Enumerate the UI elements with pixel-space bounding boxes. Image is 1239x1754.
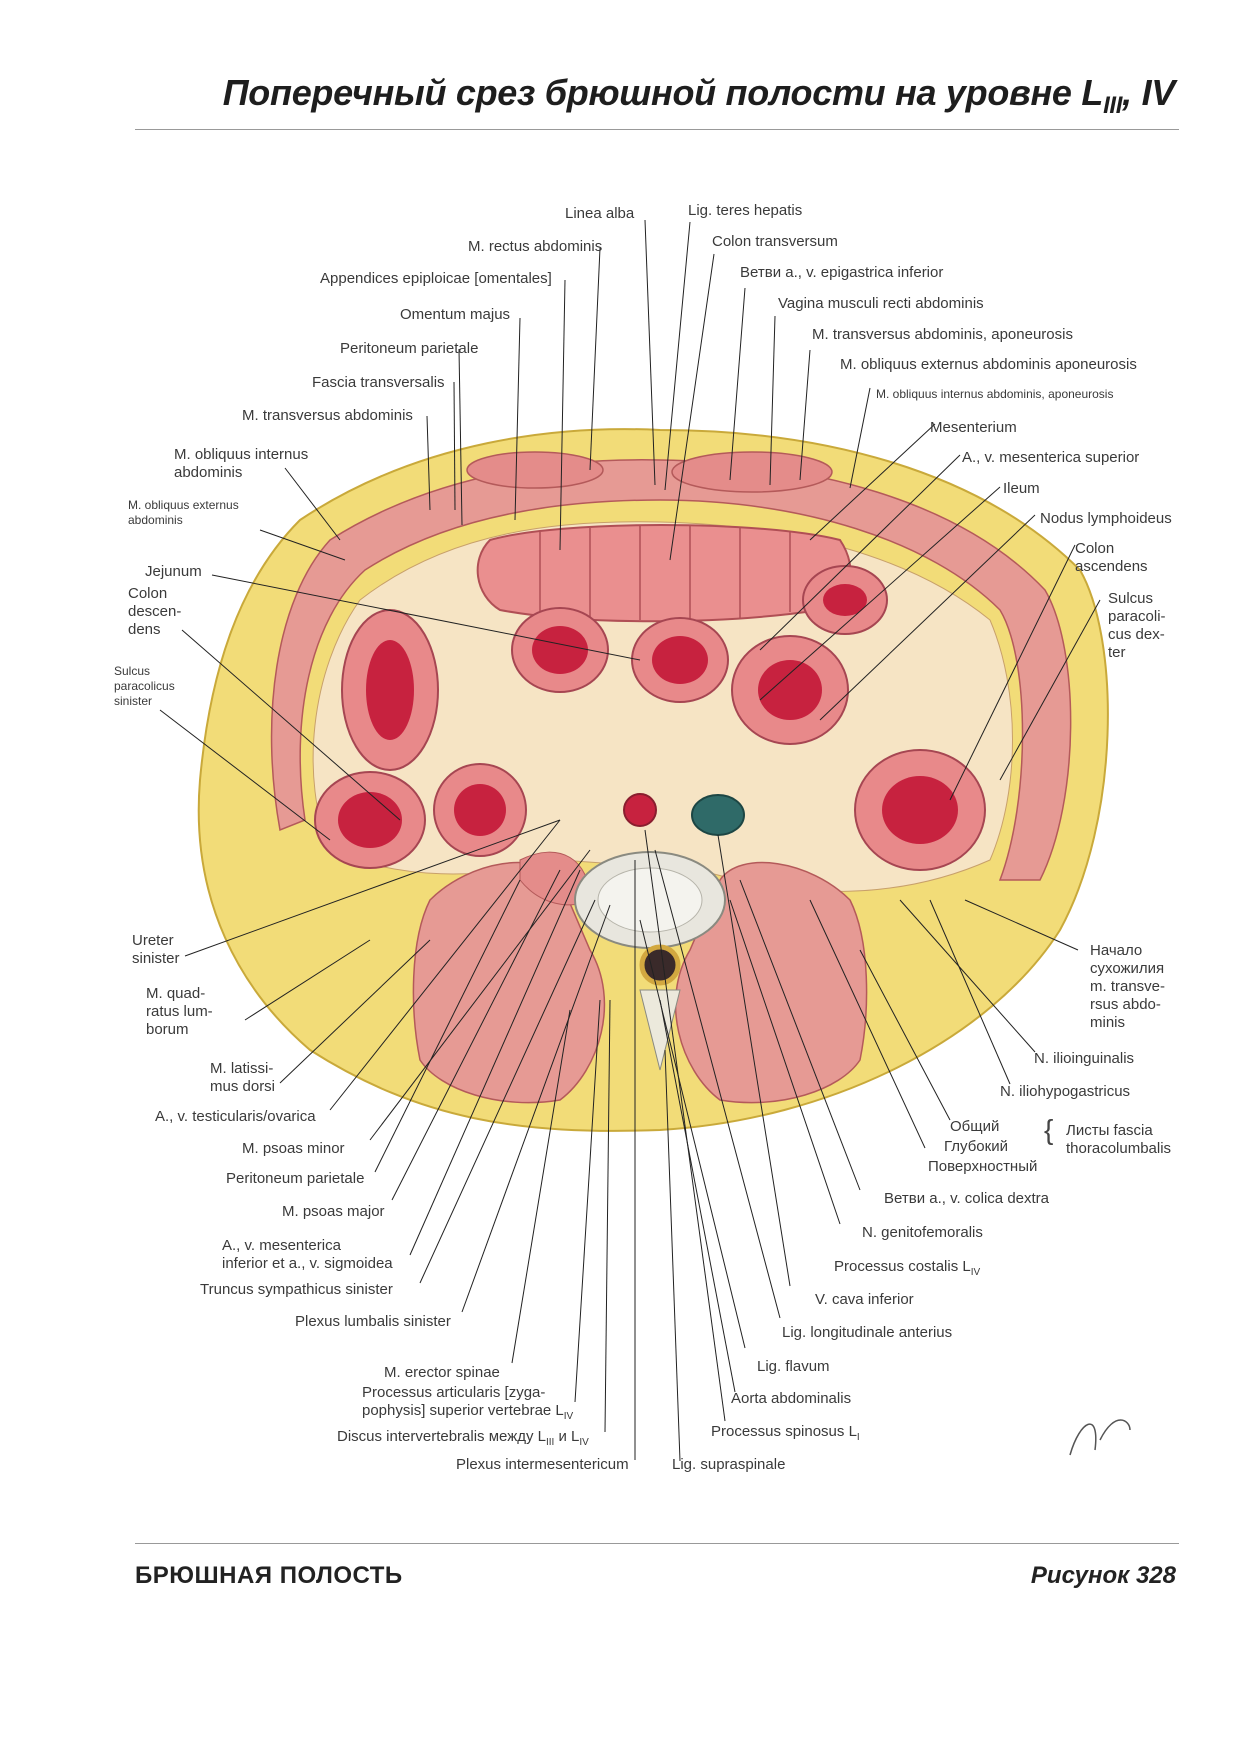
label-transversus: M. transversus abdominis <box>242 407 413 424</box>
spinous-process <box>639 989 681 1071</box>
label-ileum: Ileum <box>1003 480 1040 497</box>
footer-rule <box>135 1543 1179 1544</box>
label-lig-supraspinale: Lig. supraspinale <box>672 1456 786 1473</box>
brace-icon: { <box>1044 1114 1054 1145</box>
label-testicularis: A., v. testicularis/ovarica <box>155 1108 316 1125</box>
label-nachalo: Начало сухожилия m. transve- rsus abdo- … <box>1090 942 1166 1031</box>
label-obl-internus: M. obliquus internus abdominis <box>174 446 309 481</box>
label-sulcus-sinister: Sulcus paracolicus sinister <box>114 664 175 708</box>
label-discus: Discus intervertebralis между LIII и LIV <box>337 1428 589 1448</box>
label-nodus: Nodus lymphoideus <box>1040 510 1172 527</box>
label-mesenterica-inferior: A., v. mesenterica inferior et a., v. si… <box>222 1237 393 1272</box>
label-obl-ext-aponeurosis: M. obliquus externus abdominis aponeuros… <box>840 356 1137 373</box>
label-obshiy: Общий <box>950 1118 1000 1135</box>
label-colon-transversum: Colon transversum <box>712 233 838 250</box>
rectus-left <box>466 451 604 489</box>
label-plexus-intermesentericum: Plexus intermesentericum <box>456 1456 629 1473</box>
label-obl-int-aponeurosis: M. obliquus internus abdominis, aponeuro… <box>876 387 1114 401</box>
footer-section: БРЮШНАЯ ПОЛОСТЬ <box>135 1562 403 1589</box>
label-ilioinguinalis: N. ilioinguinalis <box>1034 1050 1135 1067</box>
label-processus-costalis: Processus costalis LIV <box>834 1258 981 1278</box>
label-peritoneum-bottom: Peritoneum parietale <box>226 1170 365 1187</box>
label-processus-spinosus: Processus spinosus LI <box>711 1423 860 1443</box>
label-processus-articularis: Processus articularis [zyga- pophysis] s… <box>362 1384 574 1422</box>
label-vena-cava: V. cava inferior <box>815 1291 914 1308</box>
label-rectus: M. rectus abdominis <box>468 238 603 255</box>
label-poverhnostny: Поверхностный <box>928 1158 1038 1175</box>
back-muscles-right <box>674 861 868 1104</box>
label-erector: M. erector spinae <box>384 1364 500 1381</box>
label-lig-flavum: Lig. flavum <box>757 1358 830 1375</box>
label-lig-longitudinale: Lig. longitudinale anterius <box>782 1324 953 1341</box>
label-sulcus-dexter: Sulcus paracoli- cus dex- ter <box>1108 590 1166 661</box>
label-fascia-transversalis: Fascia transversalis <box>312 374 445 391</box>
label-listy: Листы fascia thoracolumbalis <box>1066 1122 1172 1157</box>
label-appendices: Appendices epiploicae [omentales] <box>320 270 552 287</box>
label-obl-externus: M. obliquus externus abdominis <box>128 498 239 527</box>
label-plexus-lumbalis: Plexus lumbalis sinister <box>295 1313 451 1330</box>
label-linea-alba: Linea alba <box>565 205 635 222</box>
label-psoas-minor: M. psoas minor <box>242 1140 345 1157</box>
header-rule <box>135 129 1179 130</box>
label-omentum: Omentum majus <box>400 306 511 323</box>
page-title: Поперечный срез брюшной полости на уровн… <box>222 72 1176 120</box>
colon-transversum <box>476 524 852 623</box>
label-transversus-aponeurosis: M. transversus abdominis, aponeurosis <box>812 326 1073 343</box>
label-colon-descendens: Colon descen- dens <box>128 585 182 638</box>
label-colica-dextra: Ветви a., v. colica dextra <box>884 1190 1050 1207</box>
label-aorta: Aorta abdominalis <box>731 1390 852 1407</box>
label-truncus: Truncus sympathicus sinister <box>200 1281 393 1298</box>
label-colon-ascendens: Colon ascendens <box>1075 540 1148 575</box>
label-vagina: Vagina musculi recti abdominis <box>778 295 984 312</box>
leader-lines <box>159 219 1101 1462</box>
bowel-loops <box>314 565 986 871</box>
aorta <box>623 793 657 827</box>
label-lig-teres: Lig. teres hepatis <box>688 202 803 219</box>
rectus-right <box>671 451 833 493</box>
label-psoas-major: M. psoas major <box>282 1203 385 1220</box>
label-epigastrica: Ветви a., v. epigastrica inferior <box>740 264 944 281</box>
label-peritoneum-top: Peritoneum parietale <box>340 340 479 357</box>
artist-signature <box>1069 1419 1131 1456</box>
footer-figure-number: Рисунок 328 <box>1030 1562 1176 1589</box>
label-iliohypogastricus: N. iliohypogastricus <box>1000 1083 1131 1100</box>
label-glubokiy: Глубокий <box>944 1138 1008 1155</box>
label-mesenterium: Mesenterium <box>930 419 1017 436</box>
label-jejunum: Jejunum <box>145 563 202 580</box>
label-genitofemoralis: N. genitofemoralis <box>862 1224 983 1241</box>
label-mesenterica-superior: A., v. mesenterica superior <box>962 449 1140 466</box>
label-quadratus: M. quad- ratus lum- borum <box>146 985 213 1038</box>
label-ureter: Ureter sinister <box>132 932 180 967</box>
label-latissimus: M. latissi- mus dorsi <box>210 1060 276 1095</box>
colon-haustra <box>539 526 791 620</box>
spinal-canal <box>639 944 681 986</box>
vena-cava <box>691 794 745 836</box>
